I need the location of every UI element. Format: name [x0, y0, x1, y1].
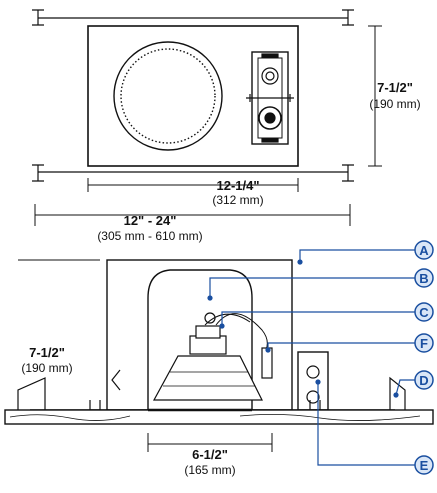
callout-f-letter: F [420, 336, 428, 351]
top-view [32, 9, 382, 226]
side-knockout-upper [306, 365, 320, 379]
bar-end-bracket [342, 164, 354, 182]
knockout-lower [258, 106, 282, 130]
callout-c-circle [414, 302, 434, 322]
callout-e-leader [317, 382, 418, 466]
callout-f-leader [267, 342, 418, 350]
clip-top [261, 53, 279, 58]
top-height-mm-label: (190 mm) [369, 97, 420, 111]
callout-b-letter: B [419, 271, 428, 286]
bar-end-bracket [32, 164, 44, 182]
callout-f-circle [414, 333, 434, 353]
inner-width-label: 12-1/4" [216, 178, 259, 193]
knockout-upper [261, 67, 279, 85]
callout-c-letter: C [419, 305, 429, 320]
callout-c-leader [221, 311, 418, 326]
callout-b-leader [209, 277, 418, 298]
aperture-outer-ring [113, 41, 223, 151]
callout-a-leader [299, 249, 418, 262]
bar-end-bracket [32, 9, 44, 26]
wire [215, 313, 268, 351]
side-height-label: 7-1/2" [29, 345, 65, 360]
span-mm-label: (305 mm - 610 mm) [97, 229, 202, 243]
ceiling-board [4, 409, 434, 425]
knockout-lower-core [264, 112, 276, 124]
callout-e-circle [414, 455, 434, 475]
left-end-bracket [17, 377, 46, 410]
side-knockout-lower [306, 390, 320, 404]
callout-markers: A B C F D E [414, 240, 434, 475]
span-label: 12" - 24" [124, 213, 177, 228]
side-height-mm-label: (190 mm) [21, 361, 72, 375]
side-bracket [261, 347, 273, 379]
junction-clamp [246, 94, 294, 102]
wire [204, 313, 251, 326]
callout-b-circle [414, 268, 434, 288]
lamp-cone [152, 355, 263, 401]
lamp-holder [189, 335, 227, 355]
aperture-mm-label: (165 mm) [184, 463, 235, 477]
callout-leaders [207, 249, 418, 466]
knockout-upper-core [265, 71, 275, 81]
housing-plate [87, 25, 299, 167]
side-junction-box [297, 351, 329, 411]
callout-a-circle [414, 240, 434, 260]
callout-d-leader [395, 379, 418, 396]
socket [195, 325, 221, 339]
callout-a-letter: A [419, 243, 429, 258]
right-end-bracket [389, 376, 406, 410]
callout-d-letter: D [419, 373, 428, 388]
reflector-can [147, 269, 253, 410]
clip-bottom [261, 138, 279, 143]
clip-left [111, 369, 121, 391]
top-height-label: 7-1/2" [377, 80, 413, 95]
bar-end-bracket [342, 9, 354, 26]
side-view [4, 259, 434, 452]
aperture-label: 6-1/2" [192, 447, 228, 462]
callout-e-letter: E [420, 458, 429, 473]
inner-width-mm-label: (312 mm) [212, 193, 263, 207]
callout-d-circle [414, 370, 434, 390]
aperture-dotted-ring [120, 48, 216, 144]
